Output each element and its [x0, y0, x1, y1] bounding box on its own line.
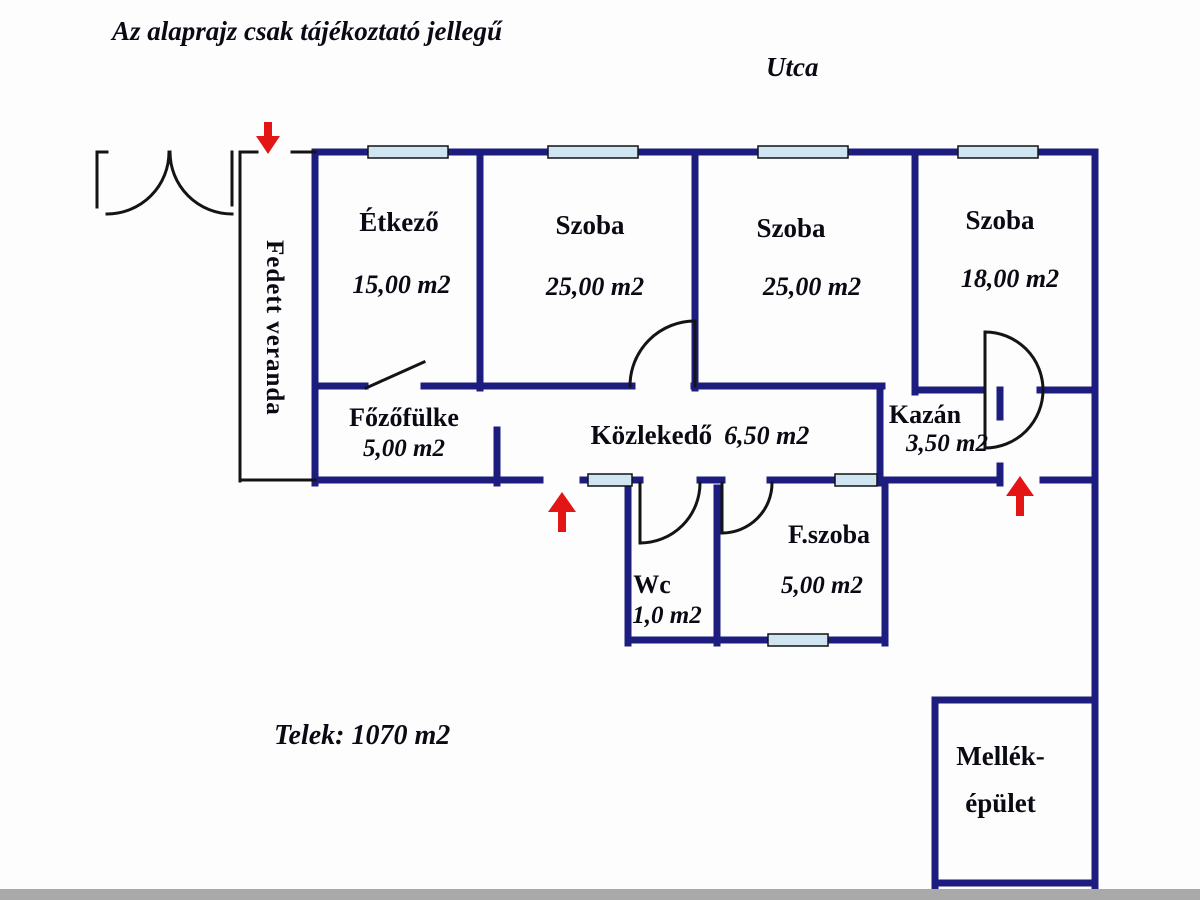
window — [587, 473, 633, 487]
double-door-arc-left — [105, 150, 171, 216]
outbuilding-label: Mellék- épület — [938, 733, 1063, 827]
street-label: Utca — [766, 52, 819, 82]
room-name-fozofulke: Főzőfülke — [349, 403, 459, 432]
room-name-etkezo: Étkező — [359, 207, 439, 237]
room-area-szoba2: 25,00 m2 — [762, 272, 862, 301]
entrance-arrow-up-icon — [548, 492, 576, 532]
room-area-fozofulke: 5,00 m2 — [363, 435, 445, 462]
door-arc-wc — [638, 481, 702, 545]
windows — [367, 145, 1039, 647]
window — [767, 633, 829, 647]
room-name-szoba3: Szoba — [965, 205, 1035, 235]
room-name-wc: Wc — [633, 570, 671, 599]
window — [547, 145, 639, 159]
entrance-arrow-up-icon — [1006, 476, 1034, 516]
room-name-kazan: Kazán — [888, 400, 962, 429]
entrance-arrow-down-icon — [256, 122, 280, 154]
veranda-and-doors — [95, 150, 1045, 545]
room-name-kozlekedo: Közlekedő — [590, 420, 713, 450]
veranda-label: Fedett veranda — [261, 239, 288, 416]
window — [957, 145, 1039, 159]
room-label-kozlekedo: Közlekedő 6,50 m2 — [560, 420, 840, 451]
room-area-fszoba: 5,00 m2 — [781, 572, 863, 599]
door-arc-kazan-hall — [983, 388, 1045, 450]
entrance-arrows — [256, 122, 1034, 532]
room-name-szoba2: Szoba — [756, 213, 826, 243]
door-arc-szoba3 — [983, 330, 1045, 392]
plot-size-label: Telek: 1070 m2 — [274, 720, 451, 751]
walls — [311, 148, 1099, 890]
outbuilding-label-line2: épület — [965, 788, 1036, 818]
door-arc-fszoba — [720, 481, 774, 535]
room-area-wc: 1,0 m2 — [632, 602, 702, 629]
room-area-kozlekedo: 6,50 m2 — [724, 421, 810, 450]
door-leaf-fozofulke — [364, 360, 426, 390]
room-name-fszoba: F.szoba — [787, 520, 871, 549]
window — [834, 473, 878, 487]
door-arc-szoba1 — [628, 319, 697, 388]
window — [367, 145, 449, 159]
room-area-etkezo: 15,00 m2 — [352, 270, 451, 299]
double-door-arc-right — [168, 150, 234, 216]
disclaimer-note: Az alaprajz csak tájékoztató jellegű — [112, 16, 503, 46]
room-area-kazan: 3,50 m2 — [906, 430, 988, 457]
room-name-szoba1: Szoba — [555, 210, 625, 240]
image-bottom-edge — [0, 889, 1200, 900]
window — [757, 145, 849, 159]
room-area-szoba3: 18,00 m2 — [960, 264, 1060, 293]
room-area-szoba1: 25,00 m2 — [545, 272, 645, 301]
outbuilding-label-line1: Mellék- — [956, 741, 1045, 771]
